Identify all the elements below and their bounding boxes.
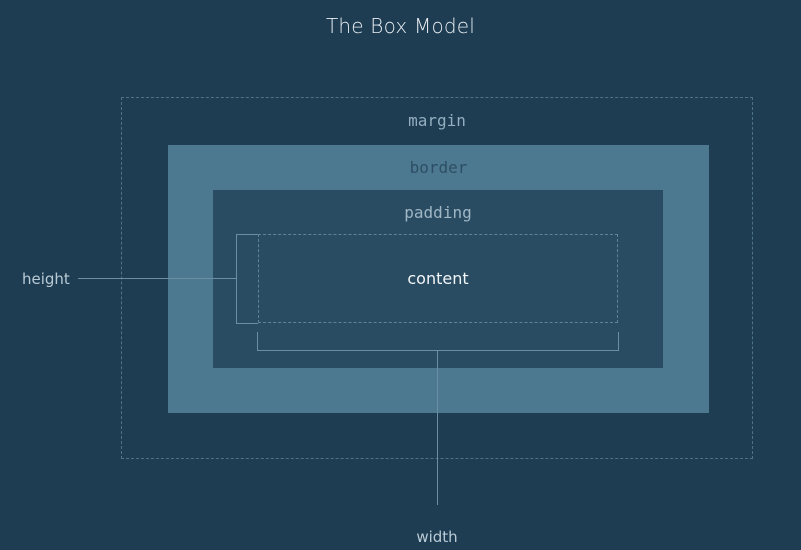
border-label: border bbox=[409, 158, 468, 177]
content-box: content bbox=[258, 234, 618, 323]
padding-label: padding bbox=[404, 203, 472, 222]
width-label: width bbox=[416, 528, 458, 546]
width-leader-line bbox=[437, 350, 438, 505]
height-leader-line bbox=[78, 278, 237, 279]
height-label: height bbox=[22, 270, 70, 288]
padding-box: padding bbox=[213, 190, 663, 368]
height-bracket bbox=[236, 234, 258, 324]
page-title: The Box Model bbox=[325, 14, 476, 38]
content-label: content bbox=[407, 269, 469, 288]
width-bracket bbox=[257, 332, 619, 351]
margin-label: margin bbox=[408, 111, 466, 130]
